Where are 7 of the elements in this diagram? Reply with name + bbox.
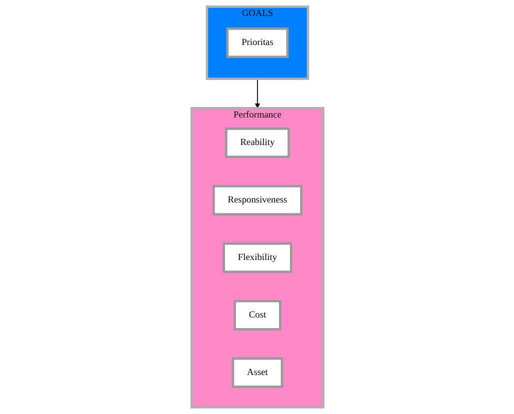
node-box: Prioritas [226, 28, 288, 58]
node-box: Asset [231, 357, 283, 388]
node-box: Responsiveness [212, 185, 302, 216]
node-box: Cost [233, 300, 281, 330]
node-box: Reability [224, 128, 290, 158]
node-box: Flexibility [222, 242, 292, 273]
arrow [254, 78, 260, 108]
